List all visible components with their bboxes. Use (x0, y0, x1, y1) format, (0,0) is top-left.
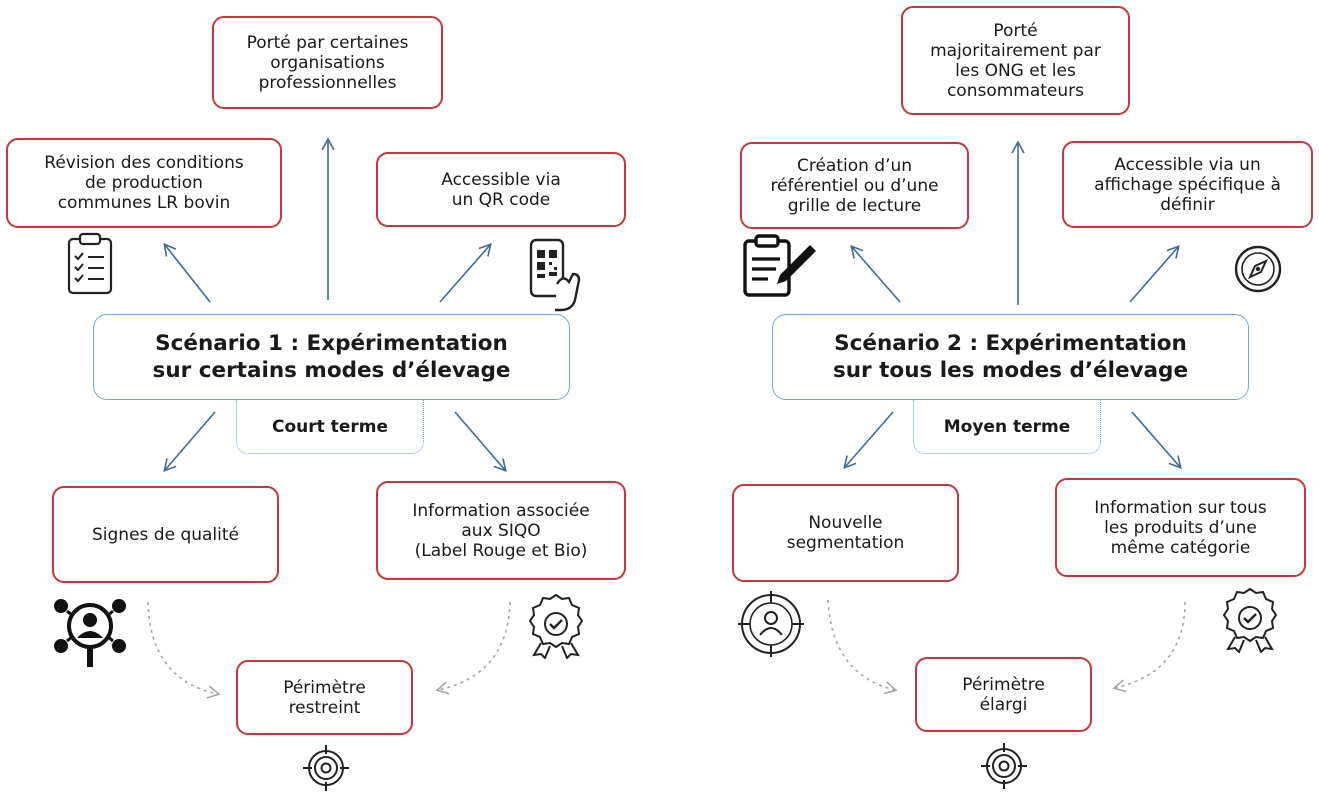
target-icon (303, 745, 349, 791)
box-right-1: Accessible via un QR code (376, 152, 626, 227)
arrow-to-right-1 (439, 242, 492, 303)
award-badge-icon (528, 593, 584, 659)
term-label-1: Court terme (236, 400, 424, 454)
arrow-to-bottom-left-1 (163, 411, 216, 473)
arrow-to-left-1 (163, 242, 211, 303)
arrow-to-right-2 (1129, 244, 1180, 303)
people-search-icon (54, 599, 126, 667)
dotted-arrow-left-1 (147, 601, 221, 699)
dotted-arrow-right-1 (435, 601, 511, 695)
term-label-2: Moyen terme (913, 400, 1101, 454)
box-bottom-right-2: Information sur tous les produits d’une … (1055, 478, 1306, 577)
box-top-2: Porté majoritairement par les ONG et les… (901, 6, 1130, 115)
box-top-1: Porté par certaines organisations profes… (212, 16, 443, 109)
scenario-2-title: Scénario 2 : Expérimentation sur tous le… (772, 314, 1249, 400)
box-left-1: Révision des conditions de production co… (6, 138, 282, 228)
box-perimeter-1: Périmètre restreint (236, 660, 413, 735)
box-right-2: Accessible via un affichage spécifique à… (1062, 141, 1313, 228)
qr-phone-icon (529, 238, 581, 312)
box-bottom-left-2: Nouvelle segmentation (732, 484, 959, 582)
arrow-to-bottom-left-2 (843, 411, 894, 470)
compass-icon (1234, 245, 1282, 293)
target-icon (981, 743, 1027, 789)
dotted-arrow-left-2 (827, 599, 898, 695)
dotted-arrow-right-2 (1112, 601, 1186, 693)
arrow-to-left-2 (850, 244, 901, 303)
box-left-2: Création d’un référentiel ou d’une grill… (740, 142, 969, 229)
user-target-icon (738, 591, 804, 657)
clipboard-pen-icon (743, 234, 816, 297)
scenario-1-title: Scénario 1 : Expérimentation sur certain… (93, 314, 570, 400)
box-bottom-left-1: Signes de qualité (52, 486, 279, 583)
award-badge-icon (1222, 587, 1278, 653)
box-bottom-right-1: Information associée aux SIQO (Label Rou… (376, 481, 626, 580)
arrow-to-bottom-right-1 (454, 411, 507, 473)
box-perimeter-2: Périmètre élargi (915, 657, 1092, 732)
arrow-to-bottom-right-2 (1131, 411, 1182, 470)
clipboard-checklist-icon (67, 232, 113, 295)
